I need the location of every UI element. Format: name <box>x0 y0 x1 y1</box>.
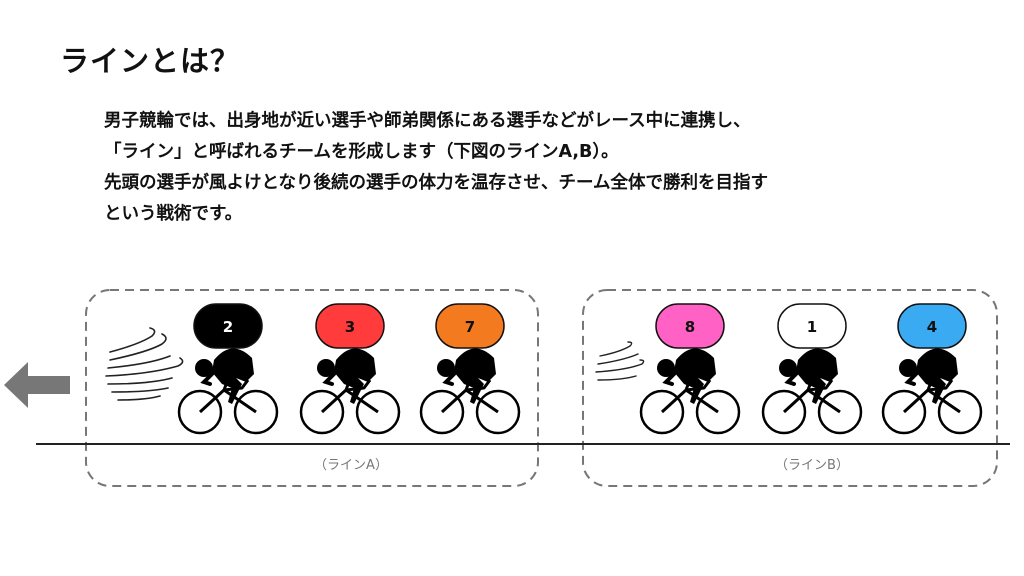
rider-7: 7 <box>419 303 521 435</box>
line-a-frame <box>85 289 539 487</box>
direction-arrow-icon <box>4 362 70 408</box>
cyclist-icon <box>881 346 983 435</box>
rider-4: 4 <box>881 303 983 435</box>
rider-number-badge <box>435 303 505 349</box>
cyclist-icon <box>761 346 863 435</box>
rider-number-badge <box>897 303 967 349</box>
rider-number: 2 <box>223 318 233 336</box>
line-b-label: （ラインB） <box>775 458 849 473</box>
description-line: 男子競輪では、出身地が近い選手や師弟関係にある選手などがレース中に連携し、 <box>104 111 751 131</box>
description-line: 先頭の選手が風よけとなり後続の選手の体力を温存させ、チーム全体で勝利を目指す <box>104 173 768 193</box>
rider-number: 4 <box>927 318 937 336</box>
cyclist-icon <box>177 346 279 435</box>
rider-number-badge <box>193 303 263 349</box>
page-title: ラインとは？ <box>60 44 241 78</box>
description: 男子競輪では、出身地が近い選手や師弟関係にある選手などがレース中に連携し、 「ラ… <box>104 106 984 230</box>
rider-number-badge <box>655 303 725 349</box>
wind-icon <box>105 327 184 401</box>
description-line: という戦術です。 <box>104 204 243 224</box>
rider-1: 1 <box>761 303 863 435</box>
description-line: 「ライン」と呼ばれるチームを形成します（下図のラインA,B）。 <box>104 142 619 162</box>
rider-number: 3 <box>345 318 355 336</box>
rider-number-badge <box>315 303 385 349</box>
rider-number: 8 <box>685 318 695 336</box>
rider-3: 3 <box>299 303 401 435</box>
rider-8: 8 <box>639 303 741 435</box>
cyclist-icon <box>639 346 741 435</box>
line-b-frame <box>582 289 998 487</box>
cyclist-icon <box>419 346 521 435</box>
line-a-label: （ラインA） <box>314 458 388 473</box>
rider-number: 7 <box>465 318 475 336</box>
wind-icon <box>595 341 645 381</box>
rider-number: 1 <box>807 318 817 336</box>
cyclist-icon <box>299 346 401 435</box>
rider-2: 2 <box>177 303 279 435</box>
rider-number-badge <box>777 303 847 349</box>
